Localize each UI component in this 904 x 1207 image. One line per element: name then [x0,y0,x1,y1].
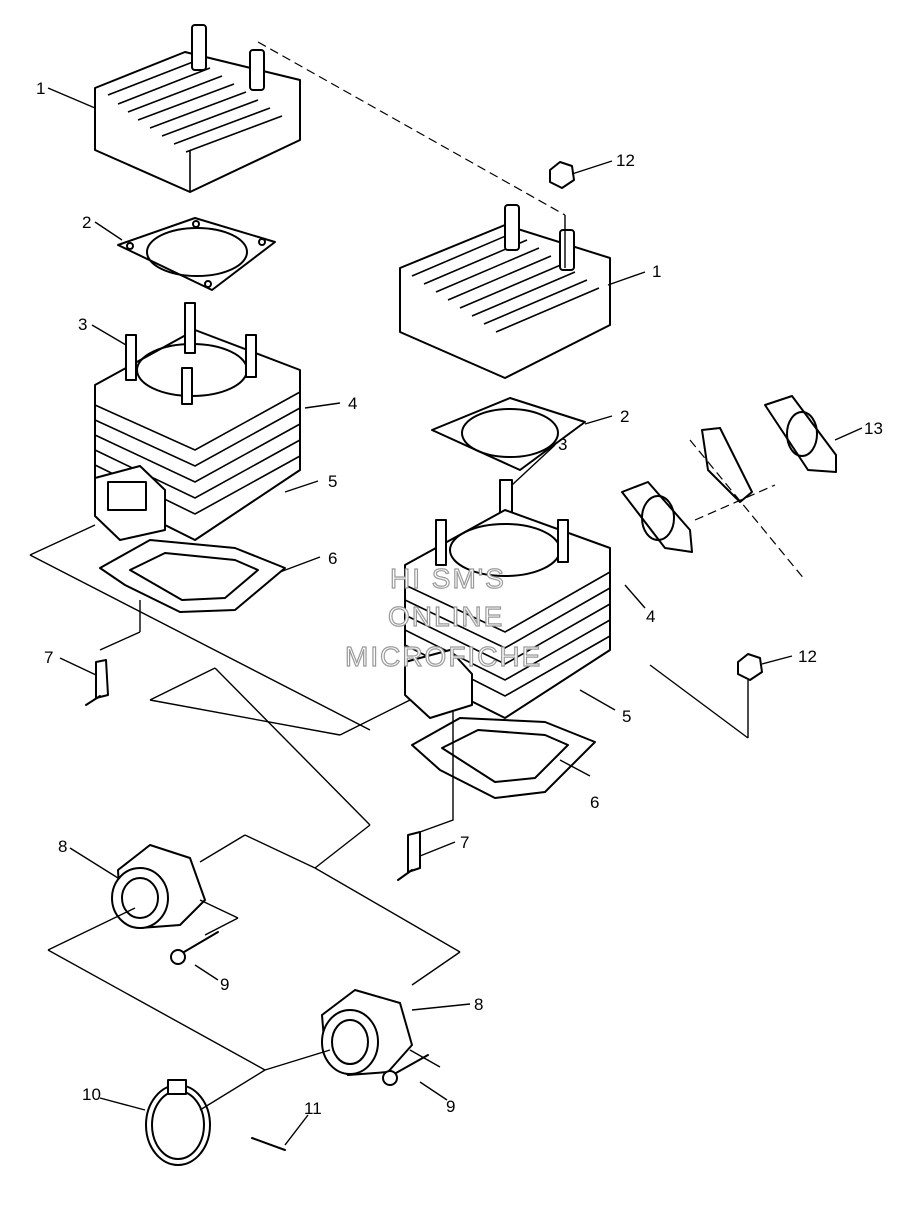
base-gasket-right [411,717,596,799]
head-gasket-right [431,397,586,471]
head-gasket-left [117,217,276,291]
watermark-line-2: ONLINE [388,601,504,632]
callout-gasket-left: 2 [82,213,91,232]
callout-intake-right: 8 [474,995,483,1014]
watermark-line-1: HI SM'S [390,563,506,594]
callout-base-right: 6 [590,793,599,812]
nut-top [549,161,575,189]
callout-bolt-right: 9 [446,1097,455,1116]
hose-clamp [145,1079,211,1166]
callout-cylinder-right: 5 [622,707,631,726]
drain-fitting-right [397,831,421,881]
assembly-lines [29,41,806,1111]
cylinder-head-left [94,24,301,193]
exhaust-gasket [621,395,837,553]
callout-gasket-right: 2 [620,407,629,426]
watermark: HI SM'S ONLINE MICROFICHE [344,562,542,672]
bolt-left [170,931,219,965]
clamp-screw [251,1137,286,1151]
base-gasket-left [99,539,286,613]
drain-fitting-left [85,659,109,706]
callout-drain-left: 7 [44,648,53,667]
callout-stud-left: 3 [78,315,87,334]
callout-nut-top: 12 [616,151,635,170]
callout-drain-right: 7 [460,833,469,852]
callout-screw: 11 [304,1099,322,1118]
callout-numbers: 1 2 3 4 5 6 7 8 9 12 1 2 3 4 5 6 7 12 13… [36,79,883,1118]
callout-bolt-left: 9 [220,975,229,994]
intake-manifold-right [321,989,413,1076]
cylinder-right [404,509,611,719]
callout-plug-right: 4 [646,607,655,626]
callout-nut-mid: 12 [798,647,817,666]
callout-head-left: 1 [36,79,45,98]
intake-manifold-left [111,844,206,929]
callout-clamp: 10 [82,1085,101,1104]
nut-middle [737,653,763,681]
cylinder-left [94,302,301,541]
callout-head-right: 1 [652,262,661,281]
callout-base-left: 6 [328,549,337,568]
bolt-right [382,1054,429,1086]
callout-cylinder-left: 5 [328,472,337,491]
callout-leaders [47,87,863,1146]
callout-exhaust-gasket: 13 [864,419,883,438]
callout-stud-right: 3 [558,435,567,454]
callout-plug-left: 4 [348,394,357,413]
cylinder-head-right [399,204,611,379]
watermark-line-3: MICROFICHE [345,641,542,672]
callout-intake-left: 8 [58,837,67,856]
